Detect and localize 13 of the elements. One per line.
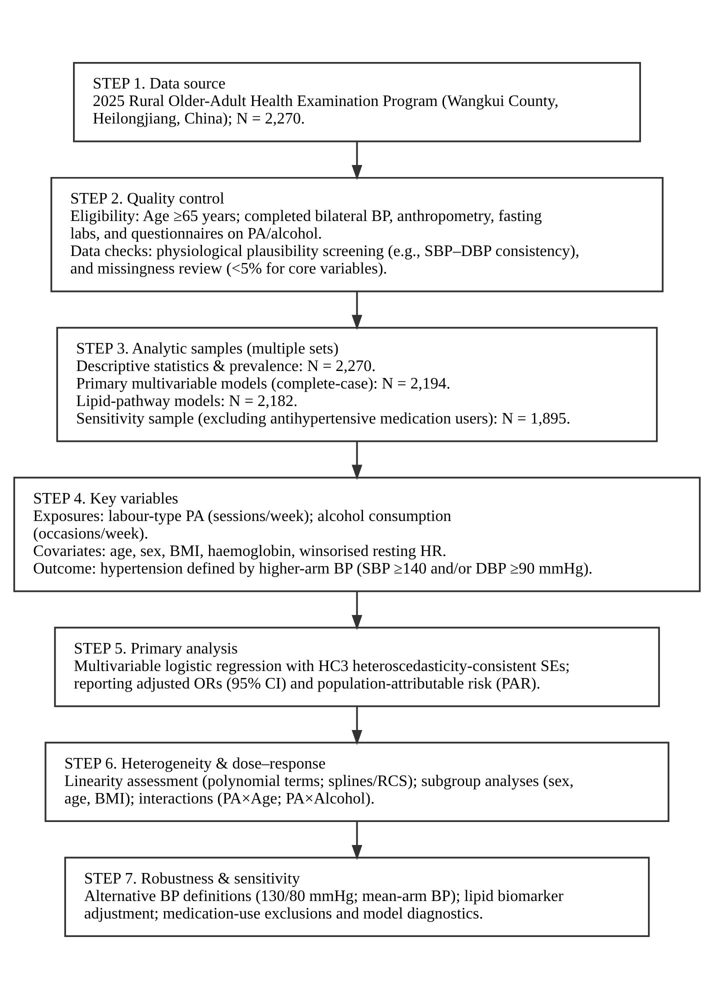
- node-box: STEP 3. Analytic samples (multiple sets) Descriptive statistics & prevalence: N = 2,270. Primary multivariable models (complete-case): N = 2,194. Lipid-pathway models: N = 2,182. Sensitivity sample (excluding antihypertensive medication users): N = 1,895.: [56, 326, 658, 442]
- node-box: STEP 1. Data source 2025 Rural Older-Adult Health Examination Program (Wangkui County, Heilongjiang, China); N = 2,270.: [73, 62, 641, 142]
- arrow: [352, 292, 362, 330]
- arrow: [352, 591, 362, 630]
- arrow: [352, 442, 362, 480]
- node-box: STEP 7. Robustness & sensitivity Alternative BP definitions (130/80 mmHg; mean-arm BP); lipid biomarker adjustment; medication-use exclusions and model diagnostics.: [64, 856, 650, 938]
- node-box: STEP 6. Heterogeneity & dose–response Linearity assessment (polynomial terms; splines/RCS); subgroup analyses (sex, age, BMI); interactions (PA×Age; PA×Alcohol).: [44, 742, 670, 822]
- arrow: [352, 706, 362, 746]
- node-box: STEP 2. Quality control Eligibility: Age ≥65 years; completed bilateral BP, anthropometry, fasting labs, and questionnaires on PA/alcohol. Data checks: physiological plausibility screening (e.g., SBP–DBP consistency), and missingness review (<5% for core variables).: [50, 176, 664, 292]
- node-box: STEP 4. Key variables Exposures: labour-type PA (sessions/week); alcohol consumption (occasions/week). Covariates: age, sex, BMI, haemoglobin, winsorised resting HR. Outcome: hypertension defined by higher-arm BP (SBP ≥140 and/or DBP ≥90 mmHg).: [13, 476, 701, 592]
- arrow: [352, 142, 362, 180]
- node-box: STEP 5. Primary analysis Multivariable logistic regression with HC3 heteroscedasticity-consistent SEs; reporting adjusted ORs (95% CI) and population-attributable risk (PAR).: [54, 626, 660, 708]
- arrow: [352, 821, 362, 860]
